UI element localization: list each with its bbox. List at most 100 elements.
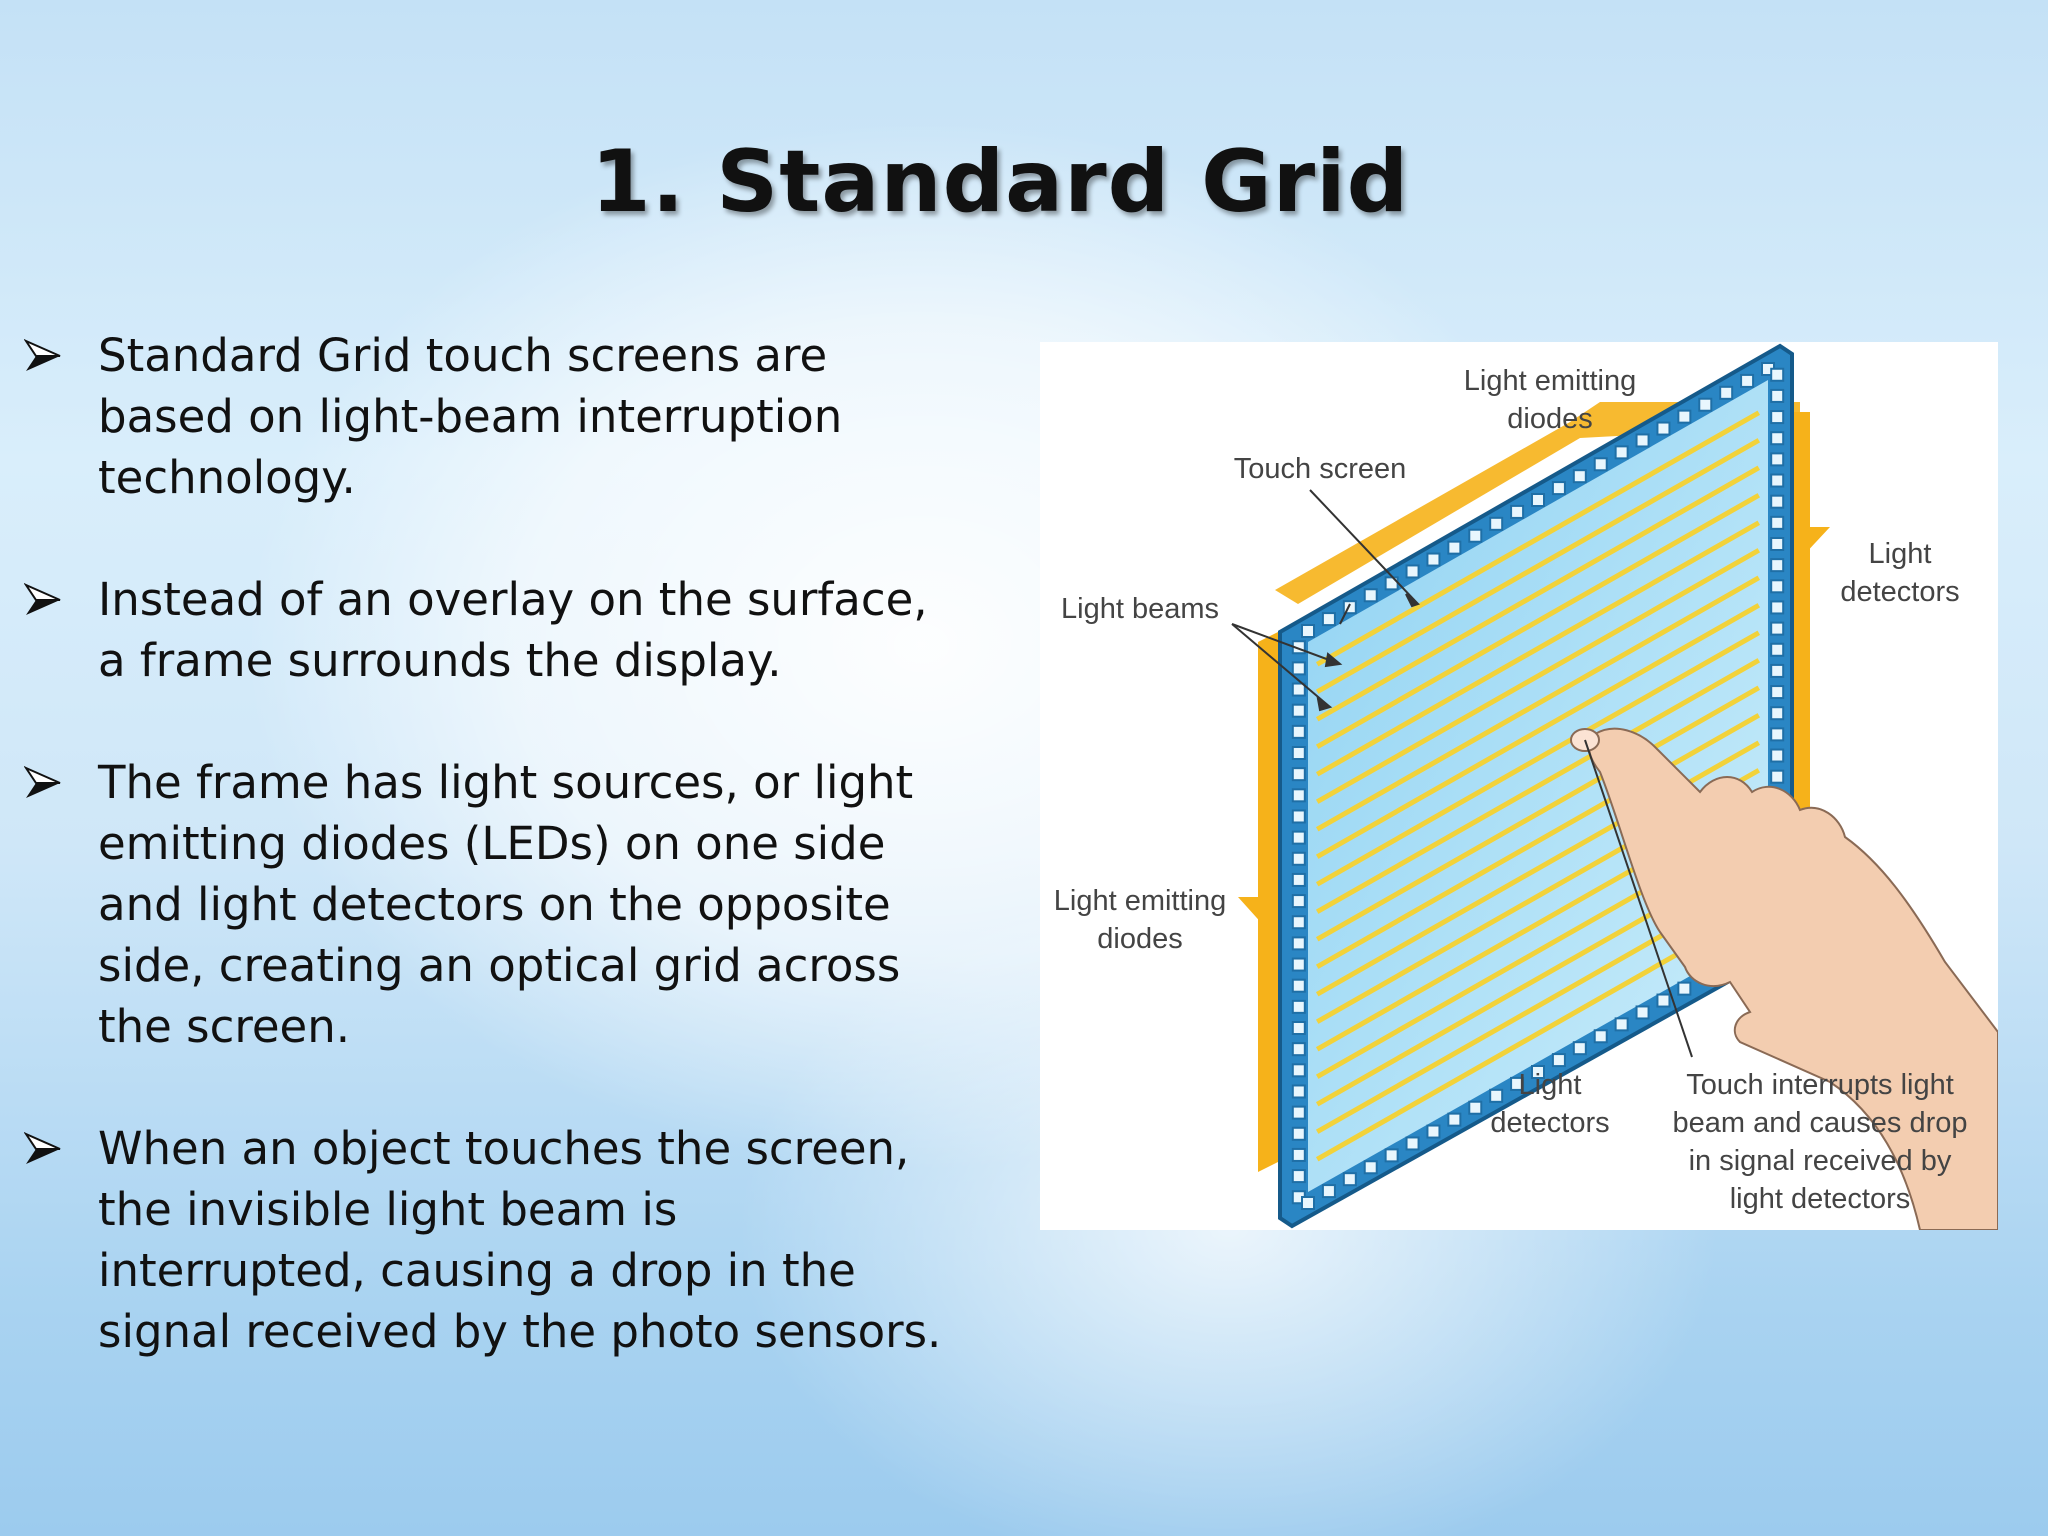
label-detectors-right: Light detectors — [1840, 538, 1960, 608]
led-marker — [1301, 624, 1315, 638]
led-marker — [1531, 493, 1545, 507]
label-leds-left: Light emitting diodes — [1053, 885, 1227, 955]
led-marker — [1447, 540, 1462, 555]
bullet-text: Standard Grid touch screens are based on… — [98, 329, 843, 504]
light-beam-grid — [1315, 410, 1761, 1162]
label-leds-top: Light emitting diodes — [1463, 365, 1637, 435]
led-marker — [1614, 1017, 1629, 1032]
bullet-item: Standard Grid touch screens are based on… — [24, 325, 1024, 508]
led-marker — [1770, 536, 1785, 551]
led-marker — [1770, 515, 1785, 530]
led-marker — [1770, 431, 1785, 446]
led-marker — [1291, 788, 1306, 803]
led-marker — [1291, 682, 1306, 697]
horizontal-light-beam — [1315, 493, 1761, 749]
led-marker — [1719, 385, 1734, 400]
led-marker — [1572, 469, 1587, 484]
led-marker — [1770, 367, 1785, 382]
led-marker — [1635, 1005, 1650, 1020]
led-marker — [1770, 558, 1785, 573]
bullet-item: The frame has light sources, or light em… — [24, 752, 1024, 1057]
bullet-list: Standard Grid touch screens are based on… — [24, 325, 1024, 1423]
horizontal-light-beam — [1315, 410, 1761, 667]
horizontal-light-beam — [1315, 548, 1761, 804]
led-marker — [1593, 1029, 1608, 1044]
arrowhead-bullet-icon — [24, 1132, 61, 1164]
led-marker — [1770, 621, 1785, 636]
led-marker — [1510, 1076, 1525, 1091]
led-marker — [1551, 1053, 1566, 1068]
led-marker — [1291, 661, 1306, 676]
led-marker — [1291, 724, 1306, 739]
horizontal-light-beam — [1315, 713, 1761, 969]
led-marker — [1770, 579, 1785, 594]
led-marker — [1468, 1100, 1483, 1115]
led-marker — [1447, 1112, 1462, 1127]
led-marker — [1405, 564, 1420, 579]
led-marker — [1770, 642, 1785, 657]
led-marker — [1291, 1021, 1306, 1036]
led-marker — [1614, 445, 1629, 460]
led-marker — [1770, 410, 1785, 425]
horizontal-light-beam — [1315, 685, 1761, 942]
horizontal-light-beam — [1315, 575, 1761, 832]
arrowhead-bullet-icon — [24, 766, 61, 798]
led-marker — [1321, 612, 1336, 627]
led-marker — [1770, 663, 1785, 678]
led-marker — [1426, 552, 1441, 567]
bullet-item: Instead of an overlay on the surface, a … — [24, 569, 1024, 691]
led-marker — [1291, 978, 1306, 993]
led-marker — [1698, 397, 1713, 412]
led-marker — [1468, 528, 1483, 543]
led-marker — [1770, 685, 1785, 700]
led-marker — [1677, 981, 1692, 996]
horizontal-light-beam — [1315, 438, 1761, 694]
led-marker — [1291, 957, 1306, 972]
led-marker — [1510, 504, 1525, 519]
label-touch-interrupts: Touch interrupts light beam and causes d… — [1672, 1069, 1968, 1215]
led-marker — [1291, 767, 1306, 782]
bullet-text: The frame has light sources, or light em… — [98, 756, 914, 1053]
led-marker — [1291, 746, 1306, 761]
led-marker — [1677, 409, 1692, 424]
led-marker — [1770, 748, 1785, 763]
led-marker — [1740, 373, 1755, 388]
label-touch-screen: Touch screen — [1233, 453, 1407, 485]
led-marker — [1572, 1041, 1587, 1056]
label-detectors-bottom: Light detectors — [1490, 1069, 1610, 1139]
led-marker — [1291, 1042, 1306, 1057]
led-marker — [1291, 703, 1306, 718]
led-marker — [1551, 481, 1566, 496]
led-marker — [1291, 872, 1306, 887]
led-marker — [1770, 600, 1785, 615]
horizontal-light-beam — [1315, 603, 1761, 859]
bullet-item: When an object touches the screen, the i… — [24, 1118, 1024, 1362]
led-marker — [1770, 388, 1785, 403]
horizontal-light-beam — [1315, 520, 1761, 777]
led-marker — [1426, 1124, 1441, 1139]
horizontal-light-beam — [1315, 658, 1761, 914]
led-marker — [1291, 915, 1306, 930]
bullet-text: When an object touches the screen, the i… — [98, 1122, 942, 1358]
led-marker — [1291, 1105, 1306, 1120]
horizontal-light-beam — [1315, 465, 1761, 722]
led-marker — [1291, 1084, 1306, 1099]
hand-drawing — [1570, 727, 1998, 1230]
led-marker — [1635, 433, 1650, 448]
led-marker — [1770, 706, 1785, 721]
led-marker — [1656, 993, 1671, 1008]
led-marker — [1291, 894, 1306, 909]
led-marker — [1321, 1184, 1336, 1199]
led-marker — [1405, 1136, 1420, 1151]
touch-screen-diagram: Light emitting diodes Touch screen Light… — [1040, 342, 1998, 1230]
arrowhead-bullet-icon — [24, 339, 61, 371]
led-marker — [1489, 516, 1504, 531]
led-marker — [1656, 421, 1671, 436]
led-marker — [1770, 473, 1785, 488]
arrowhead-bullet-icon — [24, 583, 61, 615]
led-marker — [1363, 1160, 1378, 1175]
bullet-text: Instead of an overlay on the surface, a … — [98, 573, 928, 687]
led-marker — [1291, 936, 1306, 951]
led-marker — [1291, 809, 1306, 824]
led-marker — [1531, 1065, 1545, 1079]
